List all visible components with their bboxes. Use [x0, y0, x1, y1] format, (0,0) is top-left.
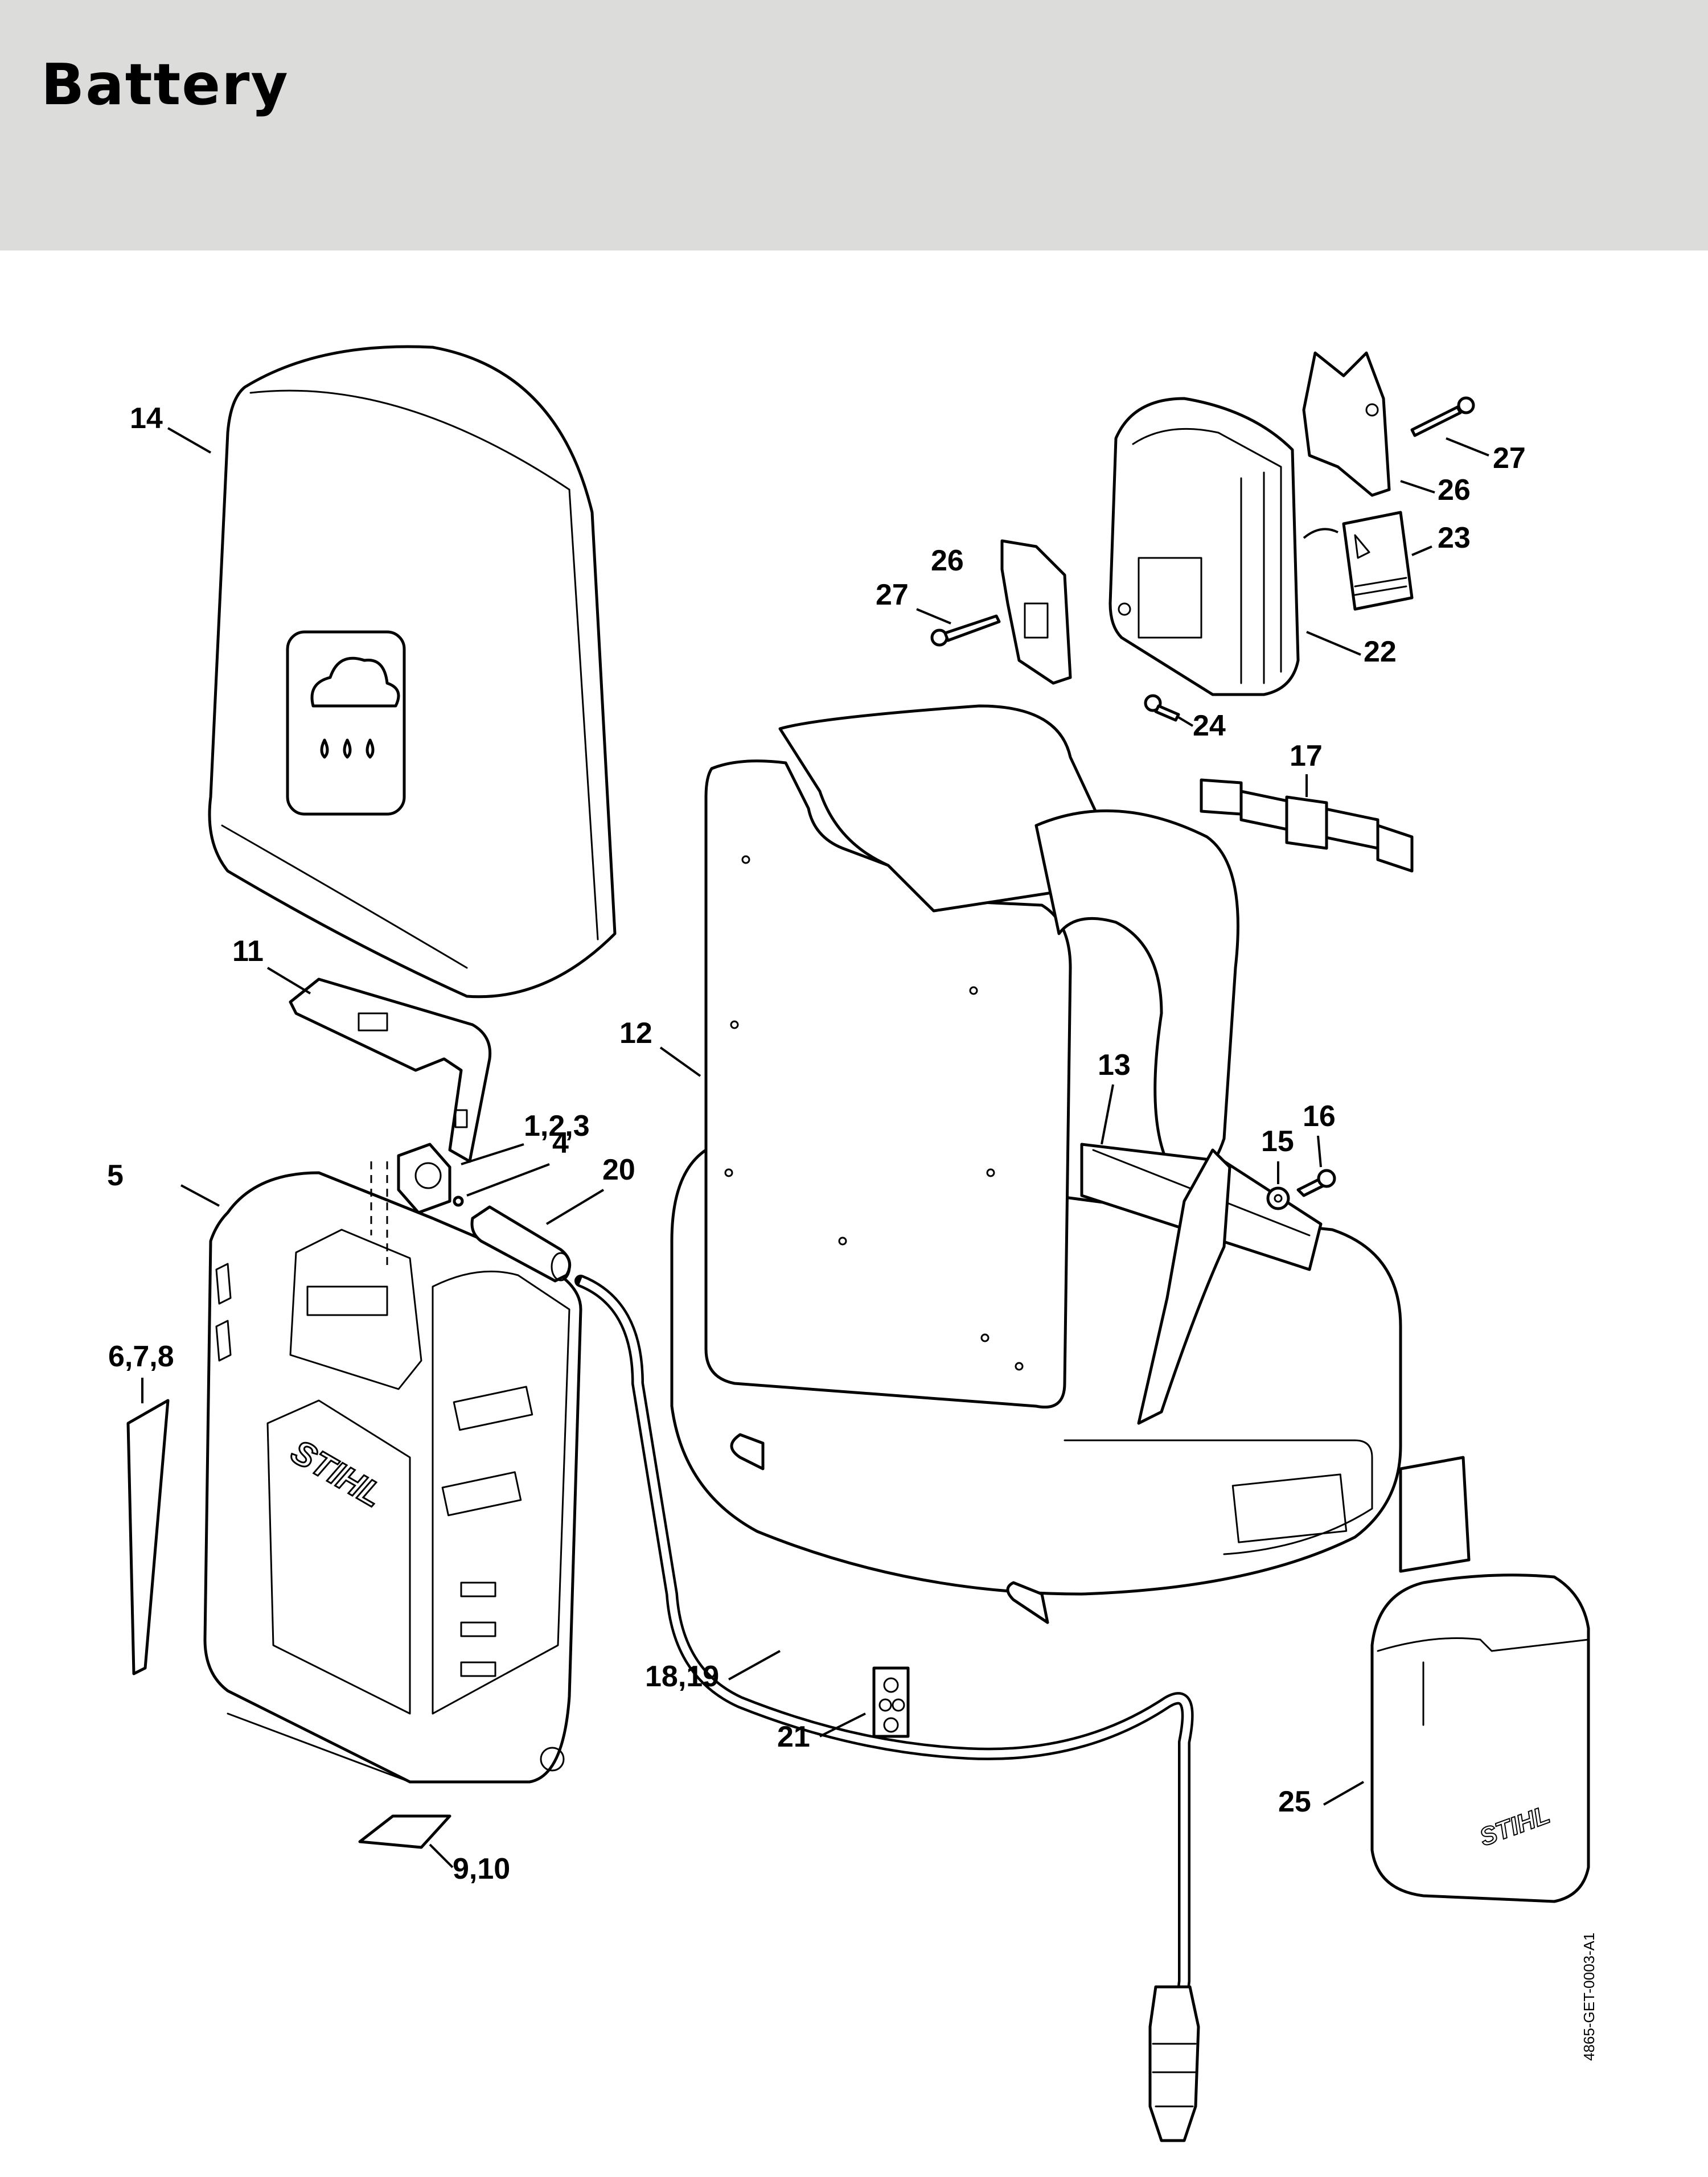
callout-25: 25 [1278, 1781, 1364, 1818]
part-4-connector-socket[interactable] [397, 1143, 451, 1214]
callout-label: 26 [1438, 474, 1471, 507]
callout-27-right: 27 [1446, 437, 1526, 475]
callout-24: 24 [1177, 709, 1226, 742]
callout-6-7-8: 6,7,8 [108, 1340, 174, 1403]
callout-label: 16 [1303, 1100, 1336, 1133]
callout-16: 16 [1303, 1100, 1336, 1168]
callout-label: 21 [777, 1720, 810, 1753]
rain-cloud-icon [286, 630, 406, 816]
exploded-parts-diagram: 14 11 STIHL 5 6,7,8 [107, 345, 1590, 2142]
callout-26-left: 26 [931, 544, 964, 577]
part-18-19-cable-hose[interactable] [574, 1275, 1200, 2142]
callout-label: 6,7,8 [108, 1340, 174, 1373]
part-24-screw[interactable] [1144, 694, 1180, 722]
part-21-cable-label[interactable] [872, 1666, 910, 1738]
callout-13: 13 [1098, 1049, 1131, 1145]
callout-label: 24 [1193, 709, 1226, 742]
callout-label: 5 [107, 1159, 124, 1192]
callout-label: 18,19 [645, 1660, 719, 1693]
part-14-rain-cover[interactable] [208, 345, 617, 999]
document-reference-code: 4865-GET-0003-A1 [1580, 1932, 1598, 2061]
callout-label: 13 [1098, 1049, 1131, 1082]
callout-23: 23 [1303, 521, 1471, 556]
callout-label: 22 [1364, 635, 1397, 668]
callout-4: 1,2,3 [461, 1110, 590, 1165]
callout-12: 12 [619, 1017, 701, 1077]
part-23-warning-label[interactable] [1342, 511, 1414, 611]
callout-22: 22 [1306, 631, 1397, 668]
callout-label: 1,2,3 [524, 1110, 590, 1143]
part-9-10-label[interactable] [358, 1814, 451, 1849]
part-15-washer[interactable] [1266, 1186, 1290, 1210]
part-5-screw[interactable] [453, 1196, 464, 1207]
callout-label: 26 [931, 544, 964, 577]
part-22-battery-holder[interactable] [1108, 397, 1300, 696]
callout-label: 14 [130, 402, 163, 435]
callout-20: 20 [545, 1153, 635, 1225]
callout-14: 14 [130, 402, 211, 454]
part-27-bolt-left[interactable] [930, 614, 1001, 647]
callout-15: 15 [1261, 1125, 1294, 1184]
callout-label: 25 [1278, 1785, 1311, 1818]
part-6-7-8-label[interactable] [126, 1399, 170, 1675]
callout-label: 4 [552, 1127, 569, 1160]
callout-label: 27 [876, 578, 909, 611]
part-26-bracket-right[interactable] [1302, 351, 1391, 497]
callout-label: 27 [1493, 442, 1526, 475]
callout-1-2-3: 5 [107, 1159, 220, 1207]
callout-label: 11 [232, 935, 264, 968]
callout-26-right: 26 [1400, 474, 1471, 507]
part-1-2-3-battery-pack[interactable]: STIHL [203, 1171, 582, 1784]
callout-11: 11 [232, 935, 311, 995]
callout-21: 21 [777, 1712, 866, 1753]
part-20-plug[interactable] [470, 1205, 572, 1283]
part-13-shoulder-straps[interactable] [778, 704, 1323, 1425]
part-16-screw[interactable] [1296, 1169, 1336, 1197]
callout-label: 12 [619, 1017, 652, 1050]
callout-label: 17 [1290, 740, 1323, 773]
callout-17: 17 [1290, 740, 1323, 797]
callout-18-19: 18,19 [645, 1650, 781, 1693]
callout-label: 23 [1438, 521, 1471, 554]
callout-5: 4 [466, 1127, 569, 1197]
part-26-bracket-left[interactable] [1000, 539, 1072, 685]
callout-label: 9,10 [453, 1852, 510, 1886]
part-25-pouch[interactable]: STIHL [1370, 1456, 1590, 1903]
part-27-bolt-right[interactable] [1410, 396, 1475, 437]
callout-label: 15 [1261, 1125, 1294, 1158]
callout-label: 20 [602, 1153, 635, 1186]
part-17-chest-strap[interactable] [1200, 778, 1414, 873]
callout-27-left: 27 [876, 578, 951, 625]
page-header: Battery [0, 0, 1708, 250]
part-11-cover-plate[interactable] [289, 977, 492, 1163]
page-title: Battery [41, 51, 289, 118]
callout-9-10: 9,10 [429, 1843, 510, 1886]
warning-label-icon [1354, 534, 1370, 559]
